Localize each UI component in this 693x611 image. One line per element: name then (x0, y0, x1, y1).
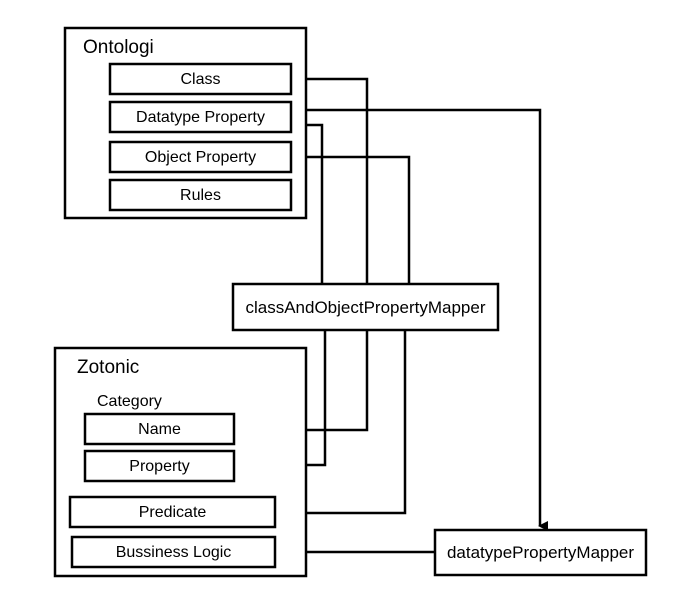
ontologi-item-rules-box (108, 178, 293, 212)
ontologi-item-rules: Rules (108, 178, 293, 212)
connector-object-property-to-mapper (306, 155, 411, 284)
zotonic-item-predicate-box (68, 495, 277, 529)
datatype-property-mapper-box (433, 528, 648, 577)
ontologi-item-class: Class (108, 62, 293, 96)
zotonic-item-business-logic-box (70, 535, 277, 569)
connector-class-to-name (306, 77, 369, 432)
zotonic-group: Zotonic Category Name Property Predicate… (53, 346, 308, 578)
ontologi-item-class-label: Class (180, 71, 220, 88)
ontologi-item-rules-label: Rules (180, 187, 221, 204)
ontologi-item-object-property: Object Property (108, 140, 293, 174)
datatype-property-mapper-label: datatypePropertyMapper (447, 543, 634, 562)
ontologi-item-class-box (108, 62, 293, 96)
zotonic-category-label: Category (97, 393, 162, 410)
zotonic-item-business-logic-label: Bussiness Logic (116, 544, 232, 561)
ontologi-container (63, 26, 308, 220)
zotonic-item-name: Name (83, 412, 236, 446)
connector-datatype-property-to-property (306, 123, 324, 284)
connector-mapper-to-predicate (306, 330, 407, 515)
zotonic-item-business-logic: Bussiness Logic (70, 535, 277, 569)
ontologi-item-datatype-property-label: Datatype Property (136, 109, 265, 126)
ontologi-item-datatype-property-box (108, 100, 293, 134)
ontologi-title: Ontologi (83, 37, 154, 58)
ontologi-group: Ontologi Class Datatype Property Object … (63, 26, 308, 220)
connectors (306, 77, 548, 554)
zotonic-item-property: Property (83, 449, 236, 483)
ontologi-item-object-property-box (108, 140, 293, 174)
ontologi-item-object-property-label: Object Property (145, 149, 256, 166)
zotonic-item-name-box (83, 412, 236, 446)
zotonic-item-predicate-label: Predicate (139, 504, 207, 521)
class-and-object-property-mapper-label: classAndObjectPropertyMapper (245, 298, 485, 317)
zotonic-container (53, 346, 308, 578)
zotonic-item-predicate: Predicate (68, 495, 277, 529)
zotonic-title: Zotonic (77, 357, 139, 378)
class-and-object-property-mapper-box (231, 282, 500, 332)
ontologi-item-datatype-property: Datatype Property (108, 100, 293, 134)
datatype-property-mapper-node: datatypePropertyMapper (433, 528, 648, 577)
zotonic-item-property-label: Property (129, 458, 189, 475)
class-and-object-property-mapper-node: classAndObjectPropertyMapper (231, 282, 500, 332)
zotonic-item-name-label: Name (138, 421, 181, 438)
connector-datatype-property-to-datatype-mapper (306, 108, 548, 531)
zotonic-item-property-box (83, 449, 236, 483)
connector-mapper-to-property (306, 330, 327, 467)
